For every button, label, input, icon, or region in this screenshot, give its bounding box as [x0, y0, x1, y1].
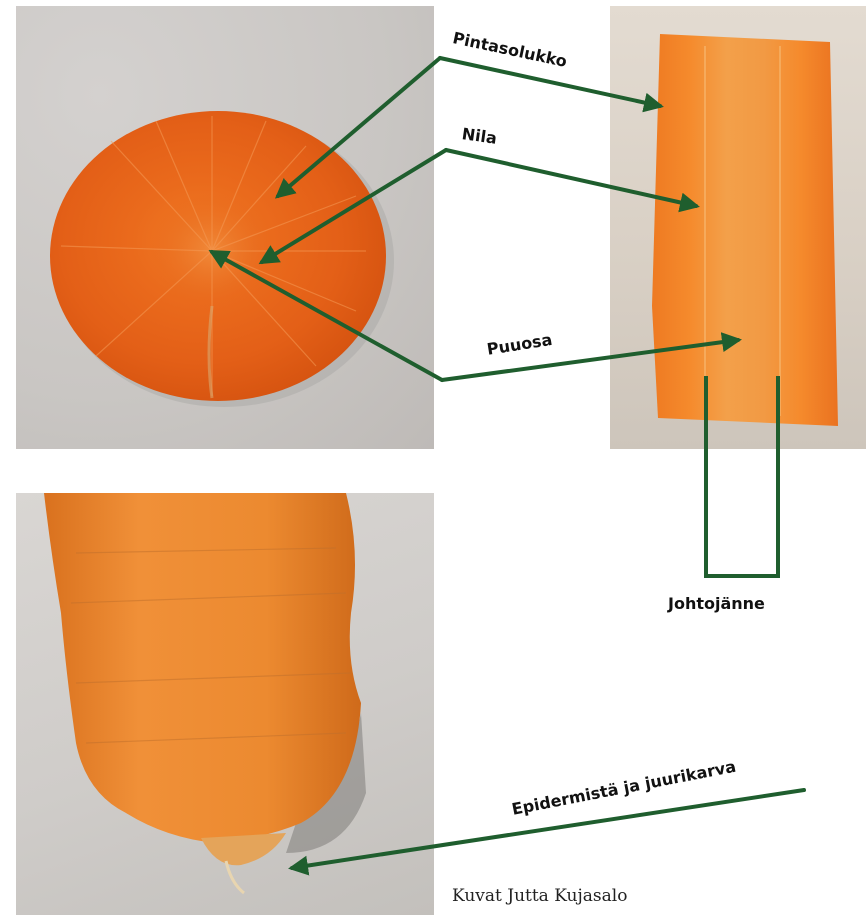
- pintasolukko-arrow-left: [278, 58, 440, 196]
- photo-credit: Kuvat Jutta Kujasalo: [452, 886, 627, 906]
- johtojanne-bracket: [706, 376, 778, 576]
- nila-arrow-left: [262, 150, 446, 262]
- puuosa-arrow-left: [212, 252, 442, 380]
- johtojanne-label: Johtojänne: [668, 594, 765, 613]
- nila-arrow-right: [446, 150, 696, 206]
